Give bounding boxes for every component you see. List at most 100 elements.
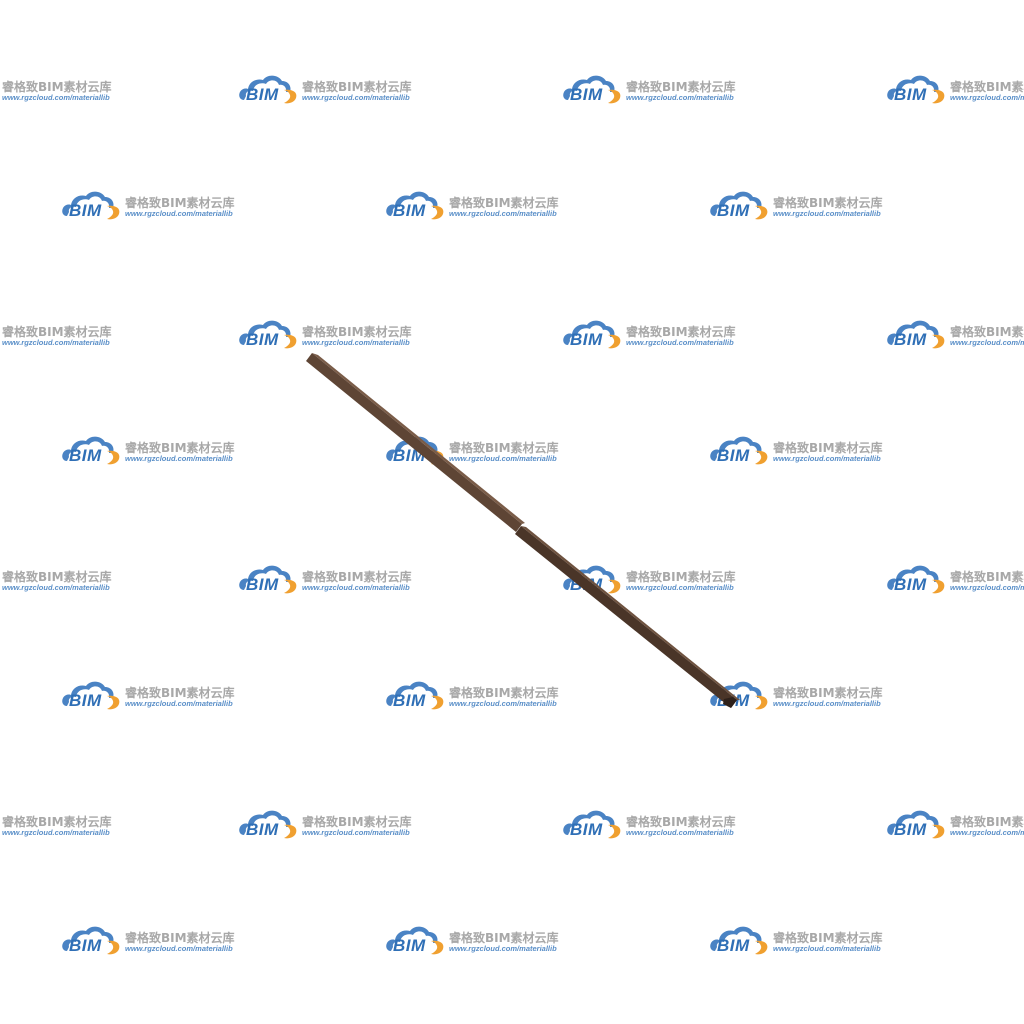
cloud-logo-icon	[62, 681, 120, 710]
watermark-name: 睿格致BIM素材云库	[773, 931, 883, 945]
watermark: BIM 睿格致BIM素材云库 www.rgzcloud.com/material…	[385, 676, 575, 716]
watermark-logo-text: BIM	[717, 691, 750, 710]
watermark-logo-text: BIM	[570, 575, 603, 594]
watermark: BIM 睿格致BIM素材云库 www.rgzcloud.com/material…	[709, 921, 899, 961]
watermark-url: www.rgzcloud.com/materiallib	[773, 209, 881, 218]
cloud-logo-icon	[386, 191, 444, 220]
watermark: BIM 睿格致BIM素材云库 www.rgzcloud.com/material…	[238, 560, 428, 600]
watermark-logo-text: BIM	[894, 575, 927, 594]
watermark-name: 睿格致BIM素材云库	[125, 196, 235, 210]
watermark: BIM 睿格致BIM素材云库 www.rgzcloud.com/material…	[562, 805, 752, 845]
watermark-name: 睿格致BIM素材云库	[950, 570, 1024, 584]
cloud-logo-icon	[239, 320, 297, 349]
watermark: BIM 睿格致BIM素材云库 www.rgzcloud.com/material…	[0, 70, 128, 110]
watermark-name: 睿格致BIM素材云库	[626, 815, 736, 829]
watermark-name: 睿格致BIM素材云库	[773, 196, 883, 210]
watermark-logo-text: BIM	[393, 936, 426, 955]
watermark-name: 睿格致BIM素材云库	[449, 196, 559, 210]
cloud-logo-icon	[710, 926, 768, 955]
cloud-logo-icon	[62, 926, 120, 955]
cloud-logo-icon	[710, 436, 768, 465]
watermark: BIM 睿格致BIM素材云库 www.rgzcloud.com/material…	[61, 431, 251, 471]
watermark-url: www.rgzcloud.com/materiallib	[2, 338, 110, 347]
watermark: BIM 睿格致BIM素材云库 www.rgzcloud.com/material…	[0, 315, 128, 355]
watermark: BIM 睿格致BIM素材云库 www.rgzcloud.com/material…	[0, 805, 128, 845]
watermark-logo-text: BIM	[894, 820, 927, 839]
watermark-name: 睿格致BIM素材云库	[2, 570, 112, 584]
cloud-logo-icon	[887, 320, 945, 349]
watermark-url: www.rgzcloud.com/materiallib	[302, 583, 410, 592]
watermark-name: 睿格致BIM素材云库	[950, 80, 1024, 94]
cloud-logo-icon	[62, 436, 120, 465]
watermark-url: www.rgzcloud.com/materiallib	[449, 944, 557, 953]
watermark-url: www.rgzcloud.com/materiallib	[449, 454, 557, 463]
watermark-logo-text: BIM	[246, 85, 279, 104]
watermark-logo-text: BIM	[393, 201, 426, 220]
cloud-logo-icon	[386, 926, 444, 955]
watermark-url: www.rgzcloud.com/materiallib	[626, 93, 734, 102]
watermark-name: 睿格致BIM素材云库	[2, 815, 112, 829]
watermark-name: 睿格致BIM素材云库	[626, 80, 736, 94]
watermark: BIM 睿格致BIM素材云库 www.rgzcloud.com/material…	[709, 431, 899, 471]
watermark-url: www.rgzcloud.com/materiallib	[773, 699, 881, 708]
watermark-logo-text: BIM	[393, 691, 426, 710]
watermark-logo-text: BIM	[717, 446, 750, 465]
watermark-logo-text: BIM	[69, 691, 102, 710]
cloud-logo-icon	[239, 810, 297, 839]
watermark-url: www.rgzcloud.com/materiallib	[2, 93, 110, 102]
watermark: BIM 睿格致BIM素材云库 www.rgzcloud.com/material…	[61, 676, 251, 716]
watermark-logo-text: BIM	[69, 446, 102, 465]
watermark-name: 睿格致BIM素材云库	[950, 815, 1024, 829]
watermark-name: 睿格致BIM素材云库	[2, 80, 112, 94]
cloud-logo-icon	[386, 681, 444, 710]
watermark-logo-text: BIM	[570, 85, 603, 104]
watermark: BIM 睿格致BIM素材云库 www.rgzcloud.com/material…	[385, 186, 575, 226]
watermark-url: www.rgzcloud.com/materiallib	[773, 944, 881, 953]
watermark-name: 睿格致BIM素材云库	[125, 686, 235, 700]
watermark-url: www.rgzcloud.com/materiallib	[950, 828, 1024, 837]
watermark-logo-text: BIM	[69, 936, 102, 955]
watermark-name: 睿格致BIM素材云库	[302, 325, 412, 339]
watermark-url: www.rgzcloud.com/materiallib	[125, 944, 233, 953]
watermark-logo-text: BIM	[894, 330, 927, 349]
cloud-logo-icon	[563, 320, 621, 349]
watermark-url: www.rgzcloud.com/materiallib	[302, 828, 410, 837]
watermark-logo-text: BIM	[570, 330, 603, 349]
watermark: BIM 睿格致BIM素材云库 www.rgzcloud.com/material…	[238, 70, 428, 110]
watermark: BIM 睿格致BIM素材云库 www.rgzcloud.com/material…	[385, 921, 575, 961]
watermark: BIM 睿格致BIM素材云库 www.rgzcloud.com/material…	[562, 315, 752, 355]
watermark-name: 睿格致BIM素材云库	[950, 325, 1024, 339]
cloud-logo-icon	[887, 565, 945, 594]
watermark-logo-text: BIM	[894, 85, 927, 104]
watermark-url: www.rgzcloud.com/materiallib	[125, 454, 233, 463]
watermark-url: www.rgzcloud.com/materiallib	[302, 93, 410, 102]
watermark-name: 睿格致BIM素材云库	[773, 686, 883, 700]
watermark-name: 睿格致BIM素材云库	[302, 815, 412, 829]
watermark-url: www.rgzcloud.com/materiallib	[950, 93, 1024, 102]
watermark: BIM 睿格致BIM素材云库 www.rgzcloud.com/material…	[886, 805, 1024, 845]
watermark: BIM 睿格致BIM素材云库 www.rgzcloud.com/material…	[562, 70, 752, 110]
watermark: BIM 睿格致BIM素材云库 www.rgzcloud.com/material…	[886, 315, 1024, 355]
watermark-logo-text: BIM	[246, 330, 279, 349]
watermark-name: 睿格致BIM素材云库	[125, 931, 235, 945]
watermark: BIM 睿格致BIM素材云库 www.rgzcloud.com/material…	[886, 70, 1024, 110]
watermark-logo-text: BIM	[246, 575, 279, 594]
watermark-url: www.rgzcloud.com/materiallib	[2, 828, 110, 837]
watermark-logo-text: BIM	[69, 201, 102, 220]
watermark-url: www.rgzcloud.com/materiallib	[773, 454, 881, 463]
watermark-logo-text: BIM	[570, 820, 603, 839]
watermark-url: www.rgzcloud.com/materiallib	[449, 209, 557, 218]
watermark-url: www.rgzcloud.com/materiallib	[449, 699, 557, 708]
watermark-url: www.rgzcloud.com/materiallib	[302, 338, 410, 347]
watermark: BIM 睿格致BIM素材云库 www.rgzcloud.com/material…	[61, 186, 251, 226]
watermark: BIM 睿格致BIM素材云库 www.rgzcloud.com/material…	[0, 560, 128, 600]
watermark: BIM 睿格致BIM素材云库 www.rgzcloud.com/material…	[886, 560, 1024, 600]
watermark-logo-text: BIM	[717, 201, 750, 220]
watermark-url: www.rgzcloud.com/materiallib	[125, 699, 233, 708]
watermark-logo-text: BIM	[717, 936, 750, 955]
cloud-logo-icon	[710, 681, 768, 710]
watermark-url: www.rgzcloud.com/materiallib	[950, 338, 1024, 347]
watermark-url: www.rgzcloud.com/materiallib	[626, 338, 734, 347]
